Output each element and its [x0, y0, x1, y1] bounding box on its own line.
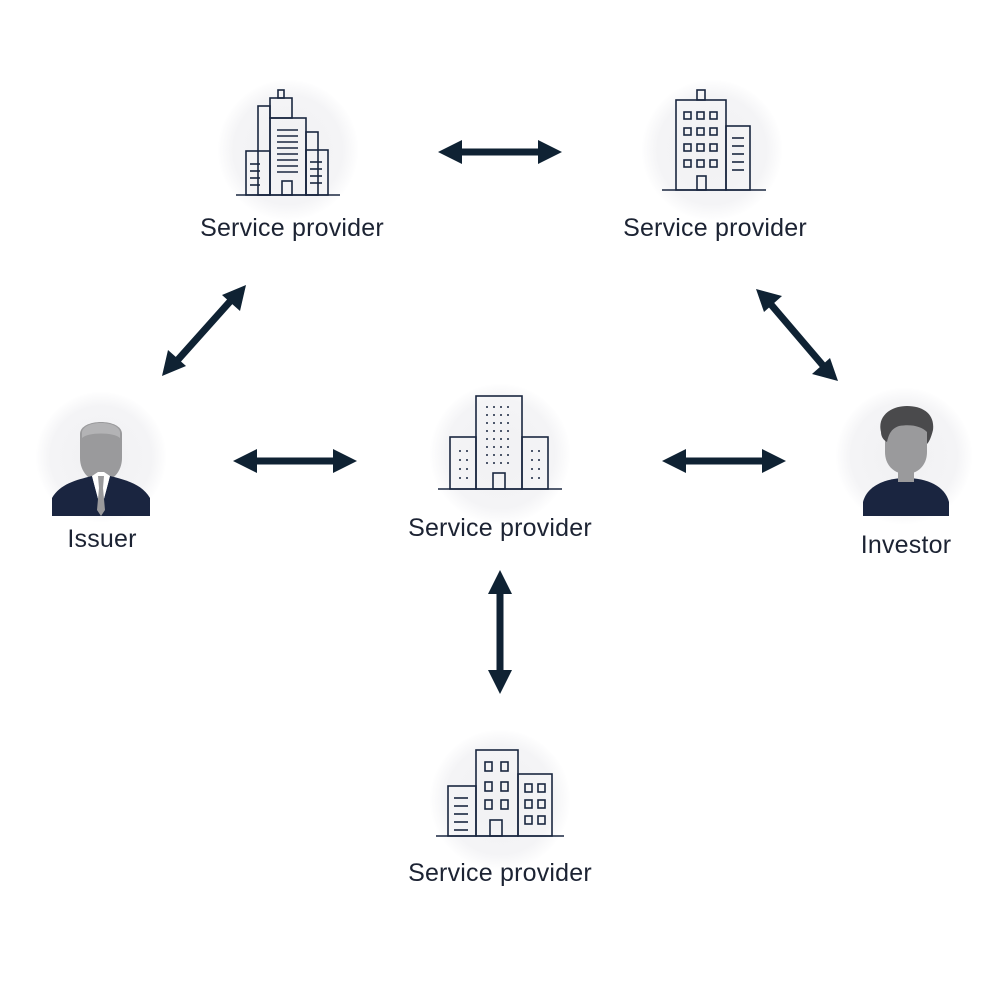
- skyscraper-icon: [438, 395, 562, 490]
- arrowhead: [233, 449, 257, 473]
- building-block-icon: [436, 749, 564, 837]
- node-label: Service provider: [623, 214, 807, 242]
- node-label: Service provider: [408, 859, 592, 887]
- arrowhead: [488, 570, 512, 594]
- arrowhead: [538, 140, 562, 164]
- office-towers-icon: [236, 89, 340, 196]
- arrowhead: [162, 350, 186, 376]
- arrowhead: [488, 670, 512, 694]
- arrowhead: [756, 289, 782, 312]
- arrowhead: [333, 449, 357, 473]
- node-label: Service provider: [200, 214, 384, 242]
- arrow-top-right-to-investor: [765, 298, 829, 372]
- businessman-icon: [52, 422, 150, 516]
- arrowhead: [812, 358, 838, 381]
- office-building-icon: [662, 89, 766, 191]
- person-icon: [863, 406, 949, 516]
- arrowhead: [438, 140, 462, 164]
- node-label: Investor: [860, 531, 952, 559]
- node-label: Service provider: [408, 514, 592, 542]
- node-label: Issuer: [67, 525, 137, 553]
- arrowhead: [222, 285, 246, 311]
- arrow-top-left-to-issuer: [172, 294, 237, 366]
- arrowhead: [762, 449, 786, 473]
- arrowhead: [662, 449, 686, 473]
